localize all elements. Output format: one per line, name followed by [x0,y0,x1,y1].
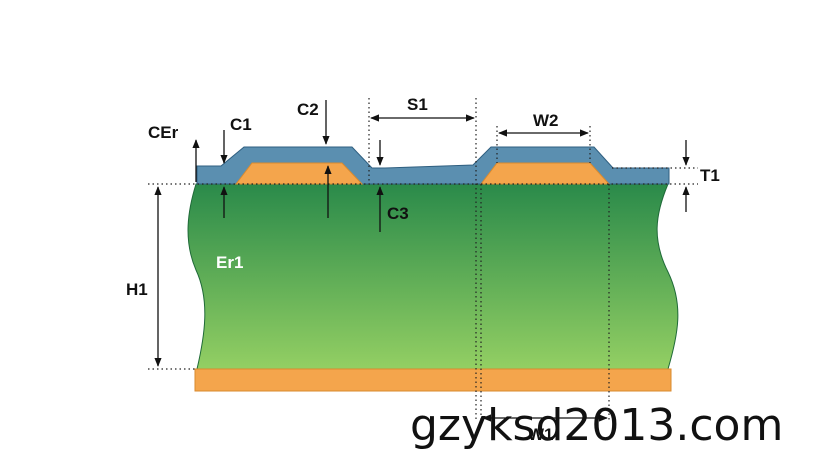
reference-plane-copper [194,368,672,392]
label-w1: W1 [528,425,554,444]
label-c3: C3 [387,204,409,223]
trace-left-copper [234,162,364,185]
label-c2: C2 [297,100,319,119]
label-h1: H1 [126,280,148,299]
label-s1: S1 [407,95,428,114]
label-er1: Er1 [216,253,243,272]
label-t1: T1 [700,166,720,185]
watermark-text: gzyksd2013.com [410,400,784,451]
label-cer: CEr [148,123,179,142]
dielectric-substrate [187,183,679,370]
label-c1: C1 [230,115,252,134]
trace-right-copper [479,162,611,185]
label-w2: W2 [533,111,559,130]
